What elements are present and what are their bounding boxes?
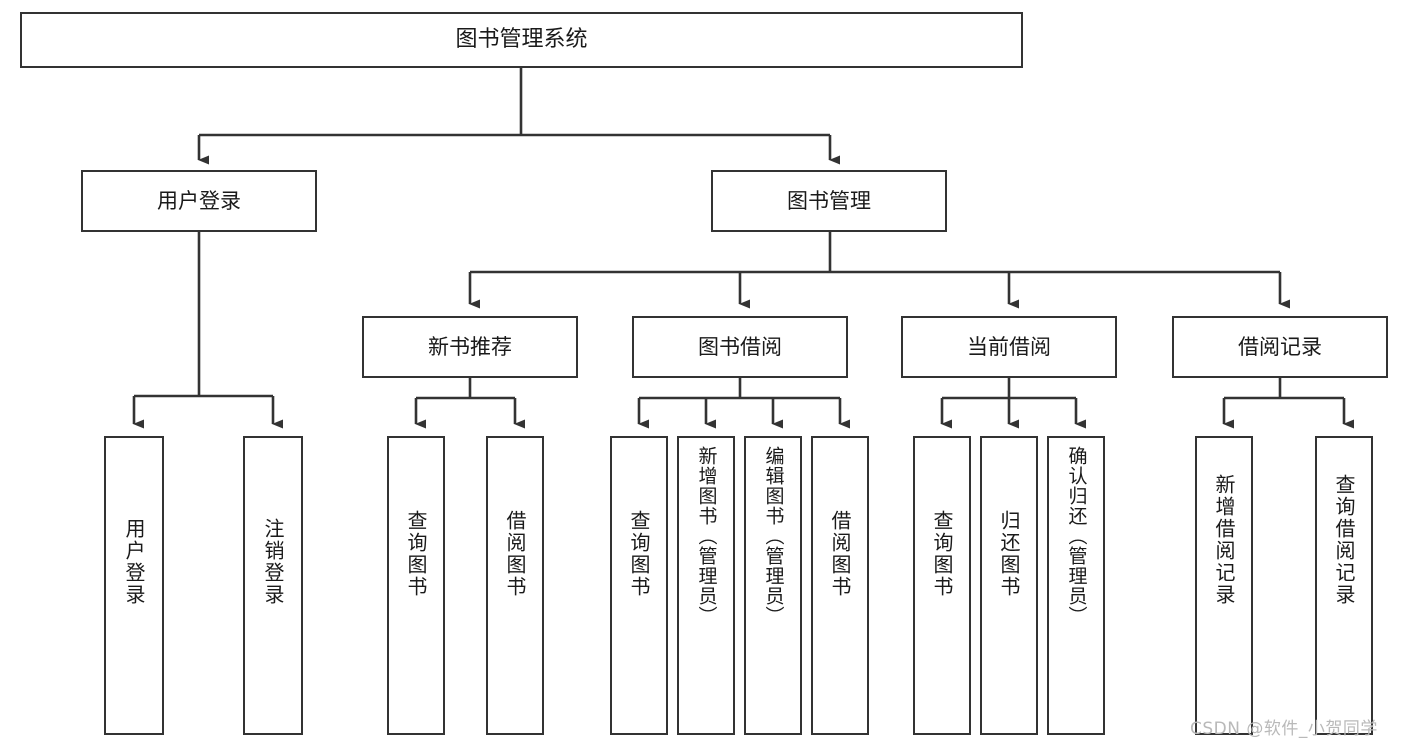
node-label: 图书管理: [787, 188, 871, 213]
leaf-confirm-return-admin[interactable]: 确认归还（管理员）: [1047, 436, 1105, 735]
node-borrow-record[interactable]: 借阅记录: [1172, 316, 1388, 378]
node-label: 图书管理系统: [455, 27, 588, 53]
node-label: 借阅图书: [503, 510, 527, 598]
node-root-system[interactable]: 图书管理系统: [20, 12, 1023, 68]
node-label: 图书借阅: [698, 334, 782, 359]
leaf-query-book-recommend[interactable]: 查询图书: [387, 436, 445, 735]
leaf-return-book[interactable]: 归还图书: [980, 436, 1038, 735]
leaf-query-book-current[interactable]: 查询图书: [913, 436, 971, 735]
leaf-borrow-book-recommend[interactable]: 借阅图书: [486, 436, 544, 735]
node-label: 用户登录: [122, 518, 146, 606]
node-label: 查询借阅记录: [1332, 474, 1356, 606]
node-label: 借阅图书: [828, 510, 852, 598]
node-book-borrow[interactable]: 图书借阅: [632, 316, 848, 378]
leaf-user-login[interactable]: 用户登录: [104, 436, 164, 735]
node-current-borrow[interactable]: 当前借阅: [901, 316, 1117, 378]
node-label: 归还图书: [997, 510, 1021, 598]
node-label: 用户登录: [157, 188, 241, 213]
node-label: 查询图书: [627, 510, 651, 598]
node-user-login[interactable]: 用户登录: [81, 170, 317, 232]
node-book-management[interactable]: 图书管理: [711, 170, 947, 232]
leaf-edit-book-admin[interactable]: 编辑图书（管理员）: [744, 436, 802, 735]
csdn-watermark: CSDN @软件_小贺同学: [1190, 719, 1378, 739]
node-label: 新书推荐: [428, 334, 512, 359]
node-label: 注销登录: [261, 518, 285, 606]
node-label: 查询图书: [404, 510, 428, 598]
node-label: 查询图书: [930, 510, 954, 598]
node-label: 借阅记录: [1238, 334, 1322, 359]
leaf-logout[interactable]: 注销登录: [243, 436, 303, 735]
leaf-borrow-book[interactable]: 借阅图书: [811, 436, 869, 735]
leaf-add-book-admin[interactable]: 新增图书（管理员）: [677, 436, 735, 735]
leaf-query-borrow-record[interactable]: 查询借阅记录: [1315, 436, 1373, 735]
leaf-query-book-borrow[interactable]: 查询图书: [610, 436, 668, 735]
node-label: 新增图书（管理员）: [695, 446, 718, 626]
node-label: 当前借阅: [967, 334, 1051, 359]
node-label: 新增借阅记录: [1212, 474, 1236, 606]
node-label: 编辑图书（管理员）: [762, 446, 785, 626]
node-label: 确认归还（管理员）: [1065, 446, 1088, 626]
leaf-add-borrow-record[interactable]: 新增借阅记录: [1195, 436, 1253, 735]
node-new-book-recommend[interactable]: 新书推荐: [362, 316, 578, 378]
